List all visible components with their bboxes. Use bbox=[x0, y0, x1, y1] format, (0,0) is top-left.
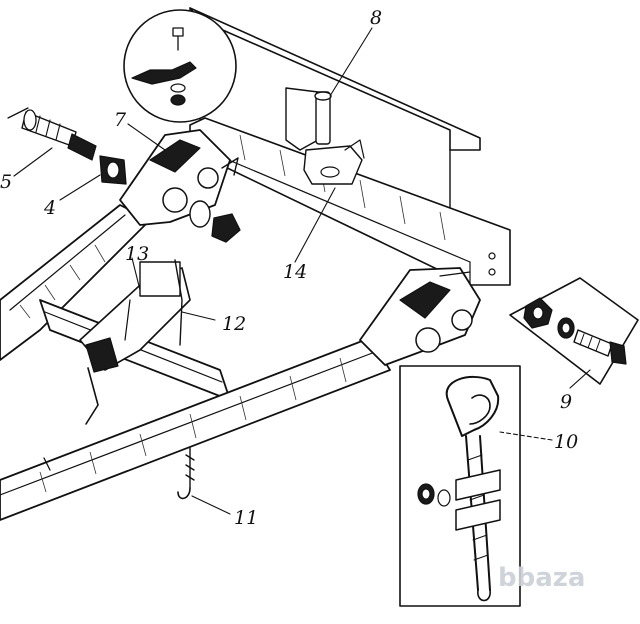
inset-detail-circle bbox=[123, 9, 237, 123]
callout-8: 8 bbox=[370, 7, 382, 29]
callout-11: 11 bbox=[234, 507, 258, 529]
callout-13: 13 bbox=[125, 243, 149, 265]
callout-7: 7 bbox=[114, 109, 127, 131]
left-clevis bbox=[119, 129, 241, 243]
right-clevis bbox=[359, 267, 481, 366]
callout-14: 14 bbox=[283, 261, 307, 283]
inset-detail-safety-hook bbox=[399, 365, 521, 607]
watermark-logo: bbaza bbox=[498, 563, 585, 593]
callout-9: 9 bbox=[560, 391, 572, 413]
leader-lines bbox=[13, 27, 591, 515]
hanging-hook bbox=[177, 447, 195, 500]
callout-labels: 8 7 5 4 13 12 14 9 10 11 bbox=[0, 7, 578, 529]
inset-detail-bolt-set bbox=[509, 277, 639, 385]
right-drawbar-arm bbox=[0, 337, 391, 521]
callout-12: 12 bbox=[222, 313, 246, 335]
left-drawbar-arm bbox=[0, 204, 151, 361]
crossmember bbox=[39, 259, 231, 425]
callout-5: 5 bbox=[0, 171, 12, 193]
upper-bracket bbox=[285, 87, 365, 185]
callout-4: 4 bbox=[43, 197, 56, 219]
callout-10: 10 bbox=[554, 431, 578, 453]
upper-left-bolt bbox=[7, 107, 127, 185]
